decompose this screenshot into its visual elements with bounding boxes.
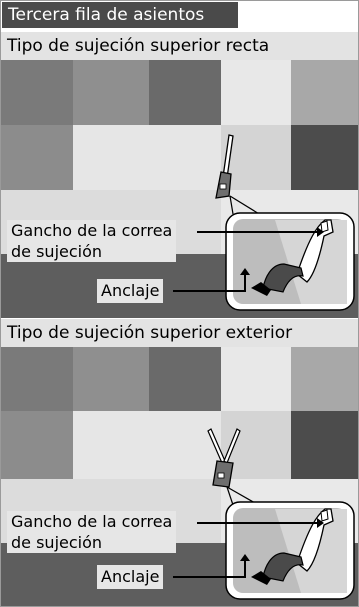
mosaic-tile: [149, 347, 221, 411]
mosaic-tile: [73, 125, 221, 190]
hook-label: Gancho de la correa de sujeción: [7, 511, 177, 553]
figure-1-overlay: [173, 134, 355, 311]
figure-1-illustration: Gancho de la correa de sujeción Anclaje: [1, 60, 358, 318]
mosaic-tile: [221, 347, 291, 411]
mosaic-tile: [1, 347, 73, 411]
mosaic-tile: [1, 125, 73, 190]
figure-1-subtitle: Tipo de sujeción superior recta: [1, 32, 358, 60]
mosaic-tile: [291, 411, 358, 479]
anchor-label: Anclaje: [97, 565, 164, 589]
mosaic-tile: [221, 60, 291, 125]
mosaic-tile: [291, 347, 358, 411]
section-title: Tercera fila de asientos: [2, 2, 238, 28]
mosaic-tile: [73, 347, 149, 411]
mosaic-tile: [149, 60, 221, 125]
figure-2-illustration: Gancho de la correa de sujeción Anclaje: [1, 347, 358, 606]
hook-label: Gancho de la correa de sujeción: [7, 220, 177, 262]
mosaic-tile: [291, 60, 358, 125]
leader-line-arrow-icon: [173, 275, 246, 292]
callout-connector: [229, 195, 234, 215]
figure-2-subtitle: Tipo de sujeción superior exterior: [1, 319, 358, 347]
tether-strap-hook-icon: [207, 428, 241, 488]
figure-2-overlay: [173, 428, 355, 600]
anchor-bracket-icon: [262, 552, 304, 582]
mosaic-tile: [73, 411, 221, 479]
mosaic-tile: [1, 60, 73, 125]
mosaic-tile: [1, 411, 73, 479]
callout-bubble: [225, 212, 355, 311]
mosaic-tile: [73, 60, 149, 125]
anchor-label: Anclaje: [97, 279, 164, 303]
mosaic-tile: [291, 125, 358, 190]
leader-line-arrow-icon: [173, 561, 246, 578]
callout-connector: [226, 486, 234, 506]
tether-strap-hook-icon: [296, 219, 334, 283]
tether-strap-hook-icon: [215, 134, 234, 199]
anchor-bracket-icon: [262, 263, 304, 293]
tether-strap-hook-icon: [296, 508, 334, 572]
callout-bubble: [225, 501, 355, 600]
